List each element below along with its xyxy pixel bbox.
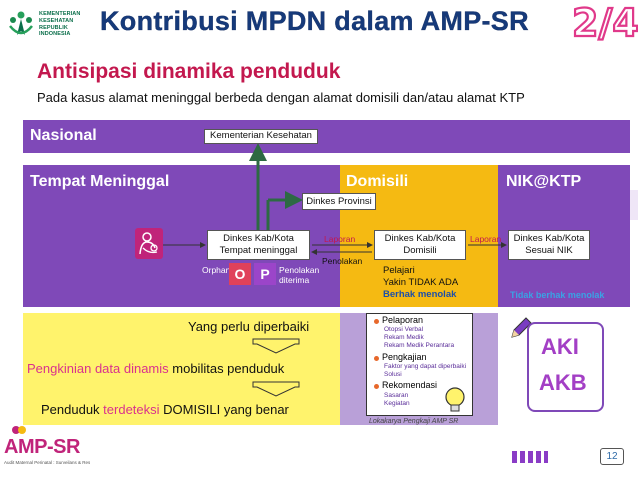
death-place-box: Dinkes Kab/Kota Tempat meninggal	[207, 230, 310, 260]
page-number: 12	[600, 448, 624, 465]
detected-domicile-row: Penduduk terdeteksi DOMISILI yang benar	[41, 402, 289, 417]
aki-akb-box: AKI AKB	[527, 322, 604, 412]
orphan-badge: O	[229, 263, 251, 285]
dynamic-data-rest: mobilitas penduduk	[168, 361, 285, 376]
domisili-box-line-2: Domisili	[403, 245, 437, 256]
penolakan-diterima-line-2: diterima	[279, 275, 310, 285]
dynamic-data-highlight: Pengkinian data dinamis	[27, 361, 169, 376]
pengkajian-item-2: Solusi	[384, 371, 402, 378]
nik-box: Dinkes Kab/Kota Sesuai NIK	[508, 230, 590, 260]
amp-sr-logo: AMP-SR Audit Maternal Perinatal : Survei…	[2, 420, 90, 478]
orphan-label: Orphan	[202, 265, 231, 275]
death-place-label: Tempat Meninggal	[30, 173, 170, 190]
pelaporan-heading: Pelaporan	[382, 315, 424, 325]
detected-rest: DOMISILI yang benar	[159, 402, 289, 417]
domisili-label: Domisili	[346, 173, 409, 190]
penolakan-label: Penolakan	[322, 256, 363, 266]
pelajari-line-1: Pelajari	[383, 265, 415, 276]
section-heading: Antisipasi dinamika penduduk	[37, 60, 341, 83]
pelajari-line-2: Yakin TIDAK ADA	[383, 277, 459, 288]
down-arrow-icon-2	[252, 381, 300, 397]
rekomendasi-heading: Rekomendasi	[382, 380, 438, 390]
logo-line-3: REPUBLIK	[39, 24, 68, 31]
pelaporan-item-2: Rekam Medik	[384, 334, 424, 341]
pengkajian-items: Faktor yang dapat diperbaiki Solusi	[384, 363, 466, 379]
kemenkes-box: Kementerian Kesehatan	[204, 129, 318, 144]
domisili-box: Dinkes Kab/Kota Domisili	[374, 230, 466, 260]
improvement-panel: Yang perlu diperbaiki Pengkinian data di…	[23, 313, 340, 425]
bullet-icon	[374, 384, 379, 389]
detected-highlight: terdeteksi	[103, 402, 160, 417]
description-text: Pada kasus alamat meninggal berbeda deng…	[37, 90, 525, 105]
tidak-berhak-menolak: Tidak berhak menolak	[510, 290, 605, 300]
akb-text: AKB	[539, 370, 587, 395]
domisili-box-line-1: Dinkes Kab/Kota	[384, 233, 456, 244]
penolakan-badge: P	[254, 263, 276, 285]
pengkajian-item-1: Faktor yang dapat diperbaiki	[384, 363, 467, 370]
workshop-caption: Lokakarya Pengkaji AMP SR	[369, 418, 459, 425]
nik-box-line-1: Dinkes Kab/Kota	[513, 233, 585, 244]
laporan-label-2: Laporan	[470, 234, 502, 244]
page-progress-icon	[512, 451, 548, 463]
pengkajian-heading: Pengkajian	[382, 352, 427, 362]
national-label: Nasional	[30, 127, 97, 144]
ministry-logo: KEMENTERIAN KESEHATAN REPUBLIK INDONESIA	[6, 8, 96, 44]
national-band: Nasional	[23, 120, 630, 153]
mother-child-icon	[135, 228, 163, 259]
penolakan-diterima-label: Penolakan diterima	[279, 265, 319, 285]
logo-line-2: KESEHATAN	[39, 17, 74, 24]
logo-line-1: KEMENTERIAN	[39, 11, 81, 17]
bullet-icon	[374, 319, 379, 324]
detected-start: Penduduk	[41, 402, 104, 417]
dynamic-data-row: Pengkinian data dinamis mobilitas pendud…	[27, 361, 284, 376]
laporan-label-1: Laporan	[324, 234, 356, 244]
down-arrow-icon	[252, 338, 300, 354]
page-title: Kontribusi MPDN dalam AMP-SR	[100, 6, 529, 36]
pelaporan-item-3: Rekam Medik Perantara	[384, 342, 455, 349]
berhak-menolak: Berhak menolak	[383, 289, 457, 300]
amp-sr-logo-text: AMP-SR	[4, 436, 80, 458]
rekomendasi-item-2: Kegiatan	[384, 400, 410, 407]
province-box: Dinkes Provinsi	[302, 193, 376, 210]
nik-label: NIK@KTP	[506, 173, 582, 190]
penolakan-diterima-line-1: Penolakan	[279, 265, 320, 275]
page-indicator: 2/4	[571, 0, 638, 46]
rekomendasi-items: Sasaran Kegiatan	[384, 392, 410, 408]
ministry-emblem-icon	[9, 11, 33, 35]
needs-fix-text: Yang perlu diperbaiki	[188, 319, 310, 334]
death-box-line-1: Dinkes Kab/Kota	[223, 233, 294, 244]
lightbulb-icon	[445, 387, 465, 412]
aki-text: AKI	[541, 334, 579, 359]
death-box-line-2: Tempat meninggal	[219, 245, 298, 256]
pencil-icon	[511, 317, 532, 338]
amp-sr-emblem-icon	[12, 426, 26, 434]
rekomendasi-item-1: Sasaran	[384, 392, 409, 399]
pelaporan-item-1: Otopsi Verbal	[384, 326, 424, 333]
logo-line-4: INDONESIA	[39, 31, 71, 38]
bullet-icon	[374, 356, 379, 361]
pelajari-text: Pelajari Yakin TIDAK ADA Berhak menolak	[383, 265, 458, 301]
pelaporan-items: Otopsi Verbal Rekam Medik Rekam Medik Pe…	[384, 326, 454, 350]
nik-box-line-2: Sesuai NIK	[525, 245, 573, 256]
amp-sr-subtitle: Audit Maternal Perinatal : Surveilans & …	[4, 460, 90, 465]
